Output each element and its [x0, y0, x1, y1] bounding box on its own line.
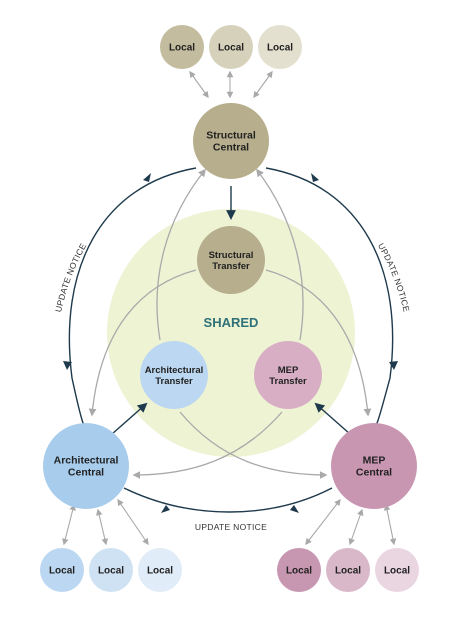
arrow-arch-to-transfer [111, 402, 148, 435]
shared-label: SHARED [204, 315, 259, 330]
local-node-circle [40, 548, 84, 592]
outer-ring-arrows [63, 173, 398, 513]
mep-transfer-node-circle [254, 341, 322, 409]
arrow-right-mid [389, 361, 398, 370]
nodes: StructuralCentralStructuralTransferArchi… [43, 103, 417, 509]
local-node-label: Local [335, 566, 361, 577]
mep-central-node-circle [331, 423, 417, 509]
local-node-circle [138, 548, 182, 592]
structural-transfer-node-label-line: Transfer [212, 261, 250, 272]
local-node-label: Local [267, 43, 293, 54]
architectural-central-node-circle [43, 423, 129, 509]
local-node-circle [89, 548, 133, 592]
arrow-bottom-right [290, 505, 299, 513]
local-node-circle [326, 548, 370, 592]
gray-flows [88, 168, 372, 479]
local-node-structural: Local [160, 25, 204, 69]
local-node-circle [258, 25, 302, 69]
structural-transfer-node-label-line: Structural [209, 250, 254, 261]
flow-arch-transfer-to-mep [179, 411, 328, 479]
flow-mep-transfer-to-structural [256, 168, 304, 341]
local-node-architectural: Local [40, 548, 84, 592]
local-connectors [62, 70, 397, 546]
architectural-transfer-node-circle [140, 341, 208, 409]
architectural-transfer-node-label-line: Transfer [155, 376, 193, 387]
flow-struct-transfer-to-mep [265, 269, 372, 417]
local-node-circle [277, 548, 321, 592]
architectural-central-node-label-line: Central [68, 467, 104, 479]
architectural-transfer-node-label-line: Architectural [145, 365, 204, 376]
update-notice-right: UPDATE NOTICE [376, 241, 412, 313]
dark-direct-arrows [111, 186, 351, 435]
structural-central-node-label-line: Structural [206, 130, 256, 142]
update-notice-bottom: UPDATE NOTICE [195, 522, 267, 532]
arrow-right-top [311, 173, 319, 182]
mep-transfer-node-label-line: MEP [278, 365, 299, 376]
structural-central-node-circle [193, 103, 269, 179]
local-node-label: Local [169, 43, 195, 54]
architectural-central-node-label-line: Architectural [54, 455, 119, 467]
arrow-mep-to-transfer [314, 402, 351, 435]
local-node-structural: Local [209, 25, 253, 69]
structural-transfer-node-circle [197, 226, 265, 294]
mep-central-node-label-line: MEP [363, 455, 386, 467]
local-node-mep: Local [375, 548, 419, 592]
local-node-label: Local [49, 566, 75, 577]
local-node-circle [209, 25, 253, 69]
local-node-circle [160, 25, 204, 69]
flow-arch-transfer-to-structural [156, 168, 206, 341]
local-node-label: Local [384, 566, 410, 577]
update-notice-left: UPDATE NOTICE [53, 241, 88, 313]
local-node-circle [375, 548, 419, 592]
mep-transfer-node-label-line: Transfer [269, 376, 307, 387]
local-node-label: Local [286, 566, 312, 577]
local-node-architectural: Local [138, 548, 182, 592]
arrow-bottom-left [161, 505, 170, 513]
mep-central-node-label-line: Central [356, 467, 392, 479]
local-node-mep: Local [277, 548, 321, 592]
local-node-mep: Local [326, 548, 370, 592]
local-node-label: Local [98, 566, 124, 577]
local-node-label: Local [218, 43, 244, 54]
flow-struct-transfer-to-arch [88, 269, 197, 417]
flow-mep-transfer-to-arch [132, 411, 283, 479]
local-node-label: Local [147, 566, 173, 577]
arrow-left-top [143, 173, 151, 182]
outer-ring [68, 167, 394, 513]
structural-central-node-label-line: Central [213, 142, 249, 154]
local-node-architectural: Local [89, 548, 133, 592]
arrow-left-mid [63, 361, 72, 370]
local-node-structural: Local [258, 25, 302, 69]
